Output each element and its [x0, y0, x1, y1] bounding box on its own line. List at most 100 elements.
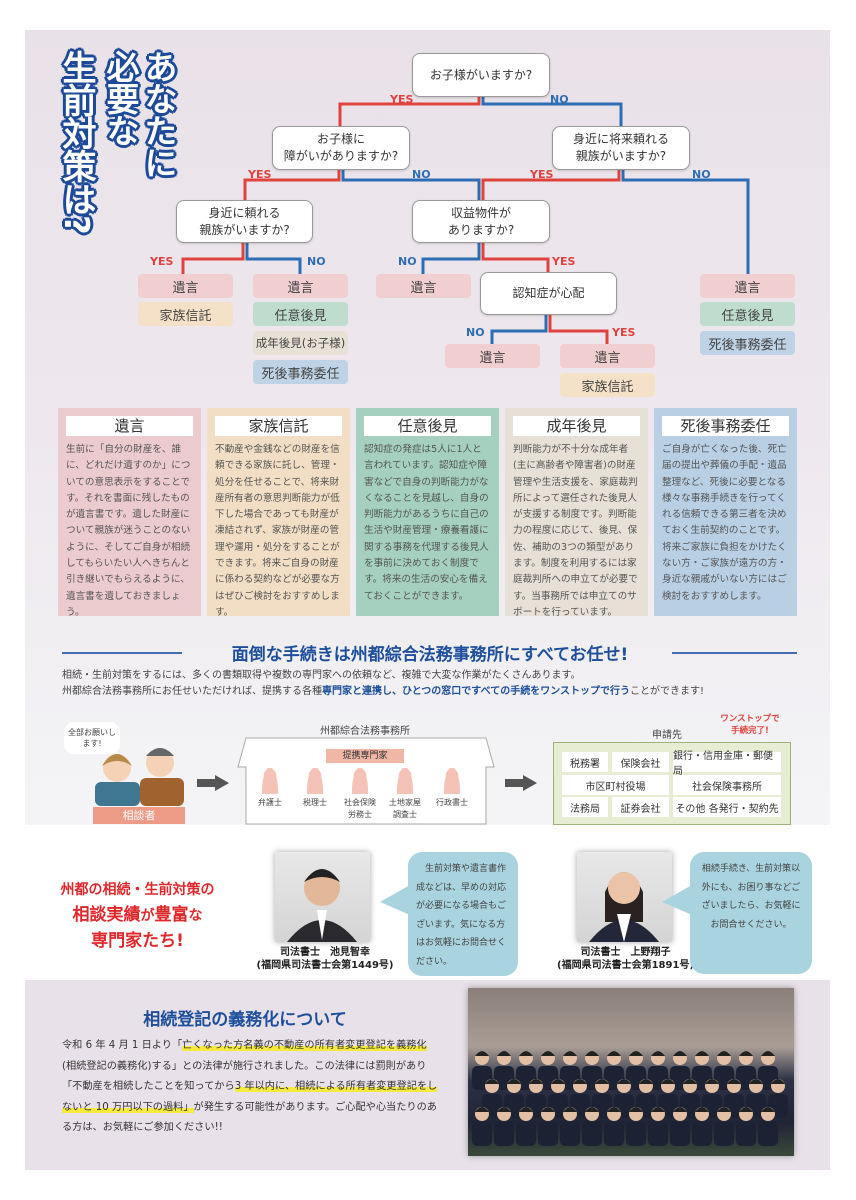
dest-other: その他 各発行・契約先 — [673, 797, 781, 817]
title-col-2: 必要な — [101, 50, 140, 146]
line-q3-yes — [481, 170, 621, 200]
line-q2-yes — [243, 170, 341, 200]
line-q1-no — [481, 97, 623, 126]
card-title: 成年後見 — [513, 416, 640, 436]
partner-land-surveyor: 土地家屋 調査士 — [385, 768, 425, 821]
partner-lawyer: 弁護士 — [250, 768, 290, 809]
card-will: 遺言生前に「自分の財産を、誰に、どれだけ遺すのか」についての意思表示をすることで… — [58, 408, 201, 618]
label-yes: YES — [150, 255, 174, 268]
card-text: 不動産や金銭などの財産を信頼できる家族に託し、管理・処分を任せることで、将来財産… — [215, 444, 340, 618]
card-title: 遺言 — [66, 416, 193, 436]
arrow-right-icon — [197, 775, 229, 791]
question-has-children: お子様がいますか? — [412, 53, 550, 97]
label-no: NO — [398, 255, 417, 268]
card-title: 死後事務委任 — [662, 416, 789, 436]
question-relatives-nearby: 身近に頼れる 親族がいますか? — [176, 200, 313, 243]
registration-text: 令和 6 年 4 月 1 日より「亡くなった方名義の不動産の所有者変更登記を義務… — [62, 1040, 438, 1133]
destinations-title: 申請先 — [652, 730, 682, 741]
bubble-tail — [662, 885, 692, 915]
client-illustration — [95, 748, 184, 806]
person-icon — [307, 768, 323, 794]
line-q4-yes — [181, 243, 245, 274]
service-line-1: 相続・生前対策をするには、多くの書類取得や複数の専門家への依頼など、複雑で大変な… — [62, 670, 581, 681]
label-yes: YES — [248, 168, 272, 181]
card-voluntary-guardian: 任意後見認知症の発症は5人に1人と言われています。認知症や障害などで自身の判断能… — [356, 408, 499, 616]
experts-tagline: 州都の相続・生前対策の 相談実績が豊富な 専門家たち! — [60, 882, 215, 951]
dest-bank: 銀行・信用金庫・郵便局 — [673, 751, 781, 777]
question-child-disability: お子様に 障がいがありますか? — [272, 126, 410, 170]
line-q3-no — [621, 170, 750, 274]
label-no: NO — [550, 93, 569, 106]
line-q6-no — [490, 315, 548, 344]
result-will: 遺言 — [253, 274, 348, 298]
label-yes: YES — [530, 168, 554, 181]
divider — [672, 652, 797, 654]
label-yes: YES — [552, 255, 576, 268]
registration-heading: 相続登記の義務化について — [143, 1010, 347, 1030]
result-will: 遺言 — [445, 344, 540, 368]
card-text: ご自身が亡くなった後、死亡届の提出や葬儀の手配・遺品整理など、死後に必要となる様… — [662, 444, 787, 602]
card-text: 判断能力が不十分な成年者(主に高齢者や障害者)の財産管理や生活支援を、家庭裁判所… — [513, 444, 638, 618]
result-voluntary-guardian: 任意後見 — [253, 302, 348, 326]
person-icon — [352, 768, 368, 794]
card-adult-guardian: 成年後見判断能力が不十分な成年者(主に高齢者や障害者)の財産管理や生活支援を、家… — [505, 408, 648, 618]
question-dementia: 認知症が心配 — [480, 272, 617, 315]
result-will: 遺言 — [376, 274, 471, 298]
flowchart-lines — [181, 97, 750, 344]
label-yes: YES — [390, 93, 414, 106]
client-label: 相談者 — [93, 807, 185, 824]
partners-label: 提携専門家 — [326, 749, 404, 763]
result-will: 遺言 — [138, 274, 233, 298]
person-icon — [444, 768, 460, 794]
result-family-trust: 家族信託 — [560, 373, 655, 397]
card-text: 生前に「自分の財産を、誰に、どれだけ遺すのか」についての意思表示をすることです。… — [66, 444, 191, 618]
expert-photo-ueno — [577, 852, 672, 942]
person-icon — [262, 768, 278, 794]
line-q5-no — [421, 243, 481, 274]
dest-tax-office: 税務署 — [562, 752, 608, 772]
person-icon — [397, 768, 413, 794]
dest-social-insurance: 社会保険事務所 — [673, 775, 781, 795]
title-col-3: 生前対策は? — [56, 50, 96, 234]
line-q5-yes — [481, 243, 550, 272]
label-no: NO — [466, 326, 485, 339]
line-q2-no — [341, 170, 481, 200]
expert-message-ueno: 相続手続き、生前対策以外にも、お困り事などございましたら、お気軽にお問合せくださ… — [690, 852, 812, 974]
partner-labor-consultant: 社会保険 労務士 — [340, 768, 380, 821]
question-rental-property: 収益物件が ありますか? — [412, 200, 550, 243]
label-no: NO — [692, 168, 711, 181]
partner-tax-accountant: 税理士 — [295, 768, 335, 809]
staff-group-photo — [468, 988, 794, 1156]
line-q6-yes — [548, 315, 609, 344]
dest-insurance: 保険会社 — [612, 752, 669, 772]
arrow-right-icon — [505, 775, 537, 791]
label-yes: YES — [612, 326, 636, 339]
result-voluntary-guardian: 任意後見 — [700, 302, 795, 326]
line-q1-yes — [338, 97, 481, 126]
label-no: NO — [412, 168, 431, 181]
result-adult-guardian: 成年後見(お子様) — [253, 331, 348, 355]
client-speech-bubble: 全部お願いします! — [64, 722, 120, 754]
card-title: 家族信託 — [215, 416, 342, 436]
bubble-tail — [380, 885, 410, 915]
result-will: 遺言 — [560, 344, 655, 368]
service-line-2: 州都綜合法務事務所にお任せいただければ、提携する各種専門家と連携し、ひとつの窓口… — [62, 686, 705, 697]
question-future-relatives: 身近に将来頼れる 親族がいますか? — [552, 126, 690, 170]
office-title: 州都綜合法務事務所 — [320, 726, 410, 737]
result-family-trust: 家族信託 — [138, 302, 233, 326]
dest-legal-affairs: 法務局 — [562, 797, 608, 817]
result-posthumous: 死後事務委任 — [253, 360, 348, 384]
card-text: 認知症の発症は5人に1人と言われています。認知症や障害などで自身の判断能力がなく… — [364, 444, 489, 602]
result-will: 遺言 — [700, 274, 795, 298]
label-no: NO — [307, 255, 326, 268]
service-description: 相続・生前対策をするには、多くの書類取得や複数の専門家への依頼など、複雑で大変な… — [62, 668, 802, 700]
partner-admin-scrivener: 行政書士 — [432, 768, 472, 809]
result-posthumous: 死後事務委任 — [700, 331, 795, 355]
expert-caption: 司法書士 上野翔子(福岡県司法書士会第1891号) — [557, 947, 694, 971]
onestop-badge: ワンストップで手続完了! — [720, 714, 780, 736]
divider — [62, 652, 182, 654]
card-title: 任意後見 — [364, 416, 491, 436]
line-q4-no — [245, 243, 302, 274]
card-family-trust: 家族信託不動産や金銭などの財産を信頼できる家族に託し、管理・処分を任せることで、… — [207, 408, 350, 618]
service-heading: 面倒な手続きは州都綜合法務事務所にすべてお任せ! — [231, 645, 629, 665]
